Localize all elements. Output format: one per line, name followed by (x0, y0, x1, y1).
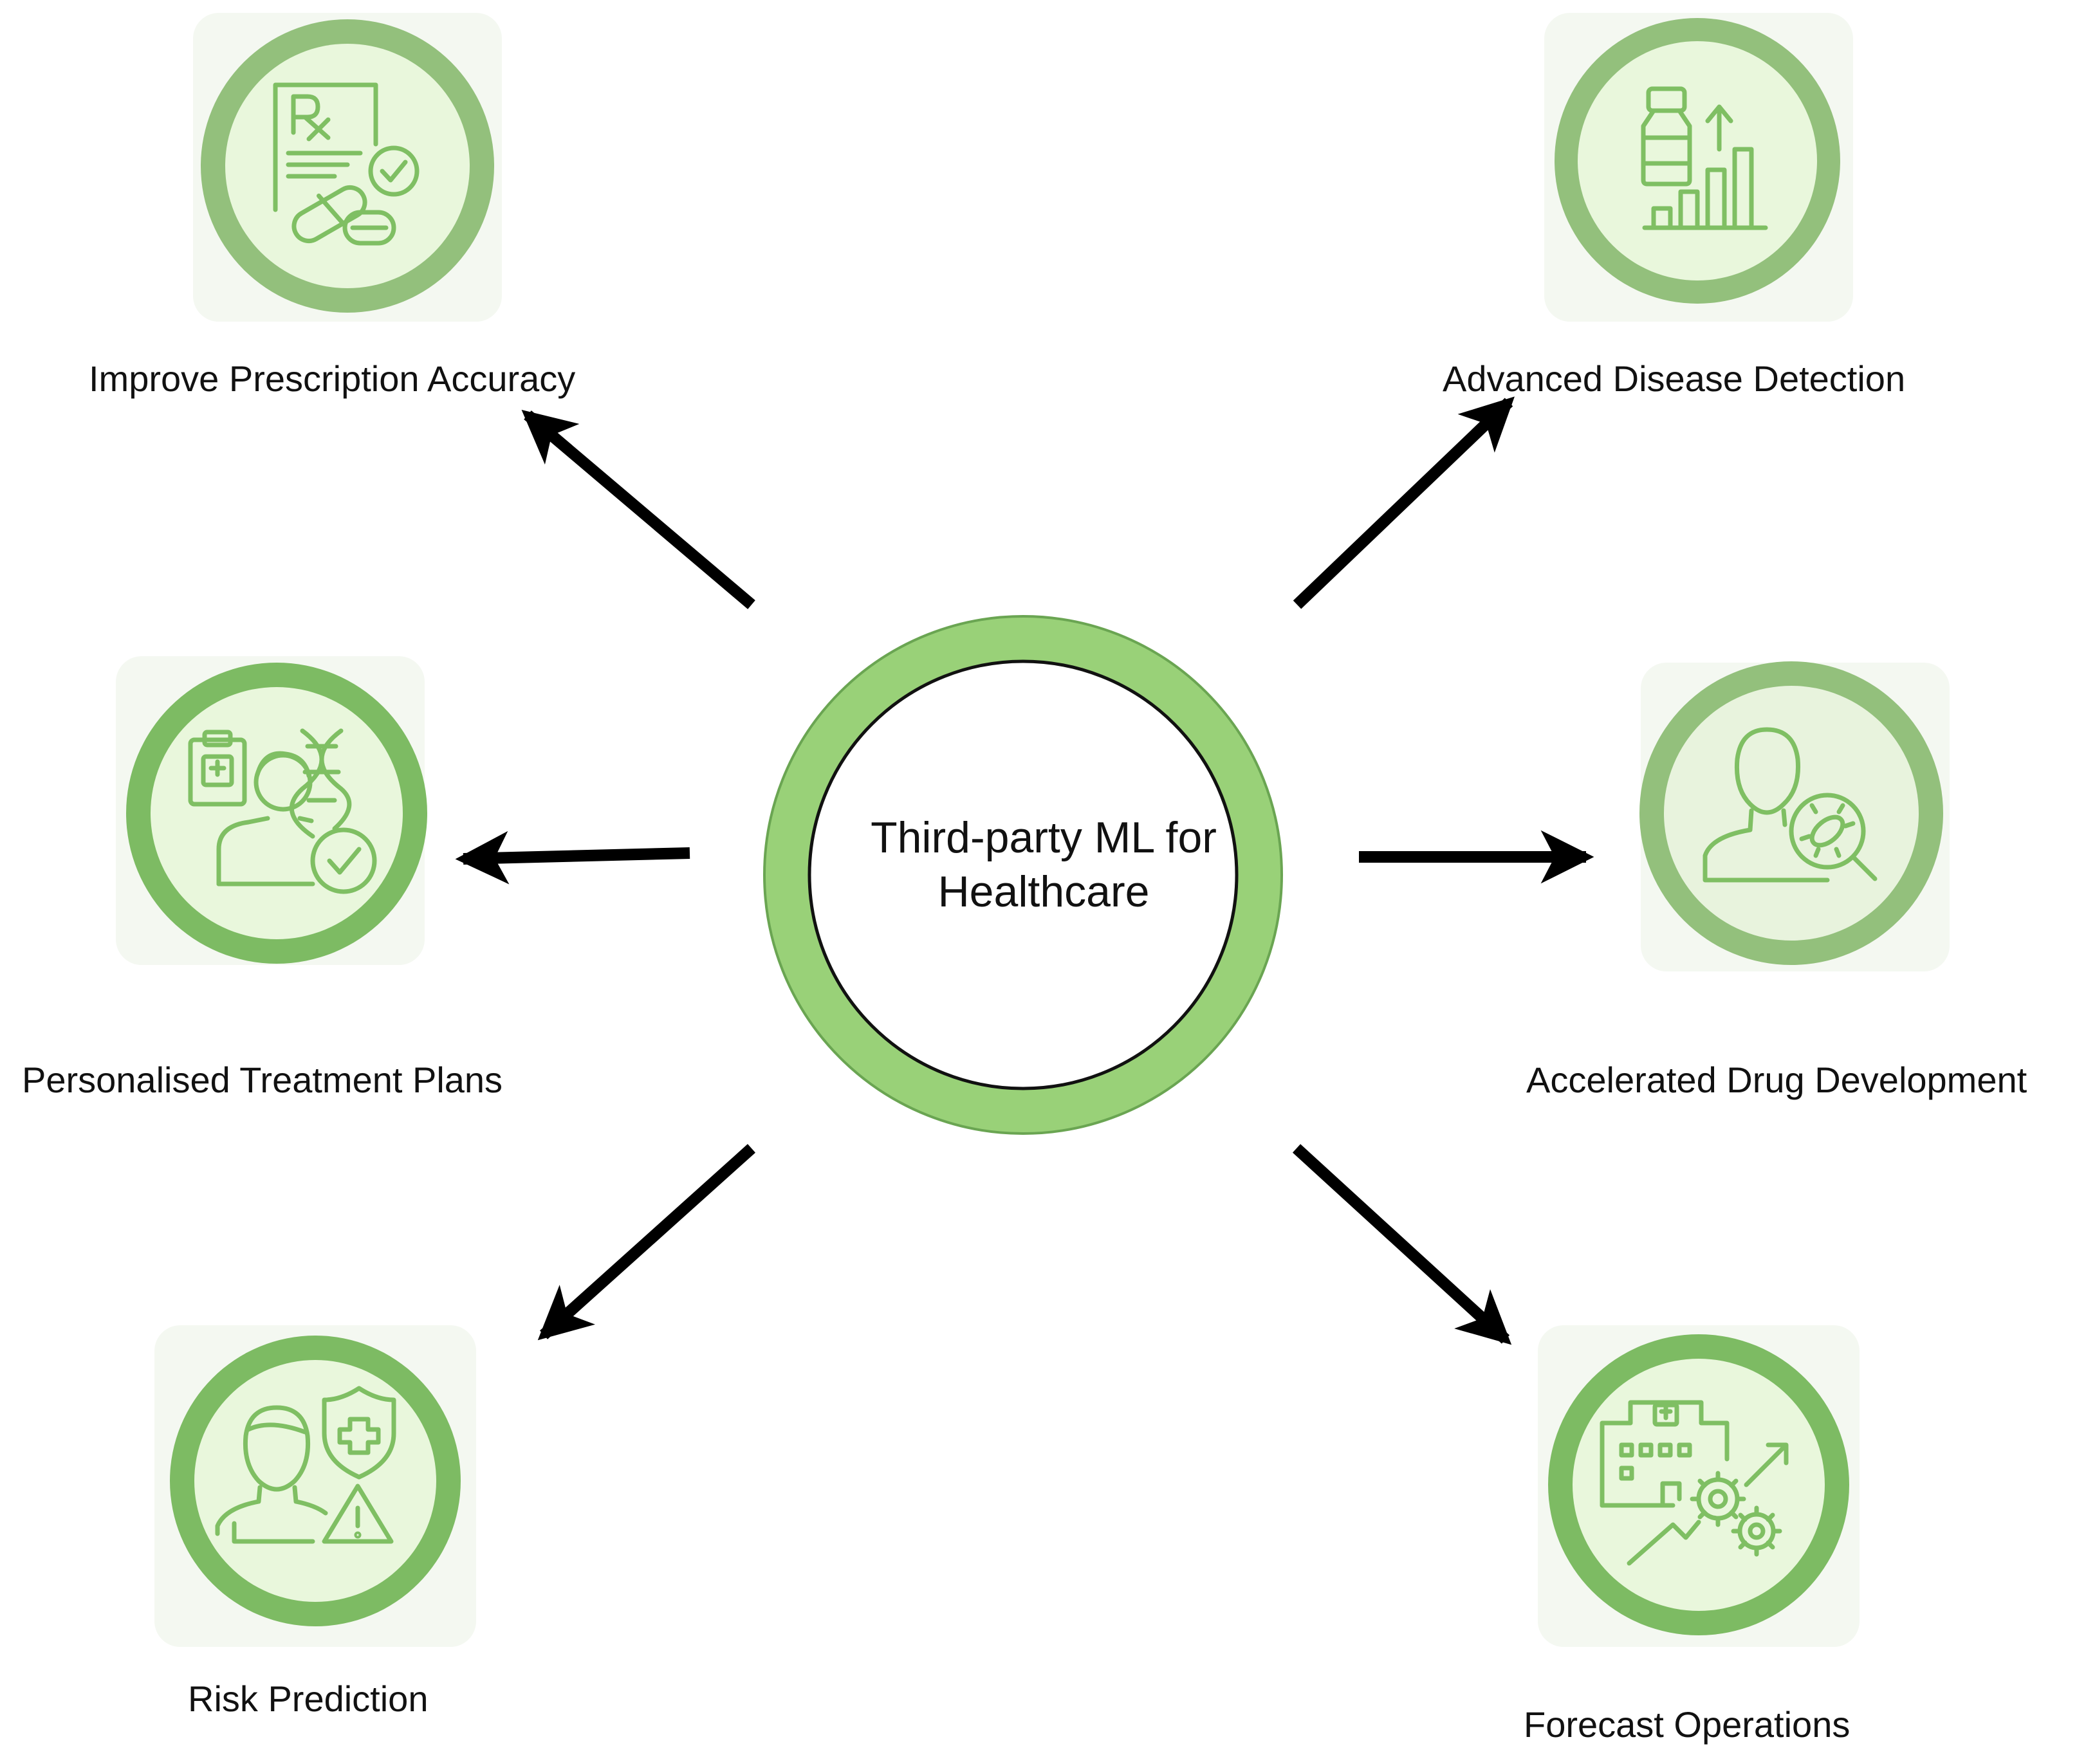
label-treatment: Personalised Treatment Plans (22, 1060, 503, 1100)
center-title-line1: Third-party ML for (871, 813, 1217, 862)
node-risk (170, 1336, 461, 1626)
prescription-pill-icon (273, 82, 420, 246)
node-drug (1639, 661, 1943, 965)
medicine-bottle-chart-icon (1641, 86, 1768, 230)
node-disease (1555, 18, 1840, 304)
label-prescription: Improve Prescription Accuracy (89, 358, 576, 399)
arrow-to-treatment (455, 831, 690, 885)
label-disease: Advanced Disease Detection (1443, 358, 1906, 399)
center-hub (763, 615, 1283, 1135)
node-prescription (201, 19, 494, 313)
center-title-line2: Healthcare (937, 867, 1150, 916)
center-title: Third-party ML for Healthcare (812, 811, 1275, 919)
person-virus-magnifier-icon (1703, 727, 1878, 883)
arrow-to-disease (1293, 396, 1515, 609)
label-risk: Risk Prediction (188, 1678, 429, 1719)
arrow-to-prescription (521, 409, 755, 609)
label-drug: Accelerated Drug Development (1526, 1060, 2027, 1100)
node-treatment (126, 663, 427, 964)
person-shield-warning-icon (215, 1386, 396, 1544)
patient-dna-check-icon (188, 728, 377, 894)
hospital-gears-trend-icon (1600, 1400, 1789, 1566)
arrow-to-forecast (1292, 1144, 1512, 1345)
label-forecast: Forecast Operations (1524, 1704, 1851, 1745)
node-forecast (1548, 1334, 1849, 1635)
arrows (455, 396, 1594, 1345)
arrow-to-risk (537, 1144, 756, 1341)
